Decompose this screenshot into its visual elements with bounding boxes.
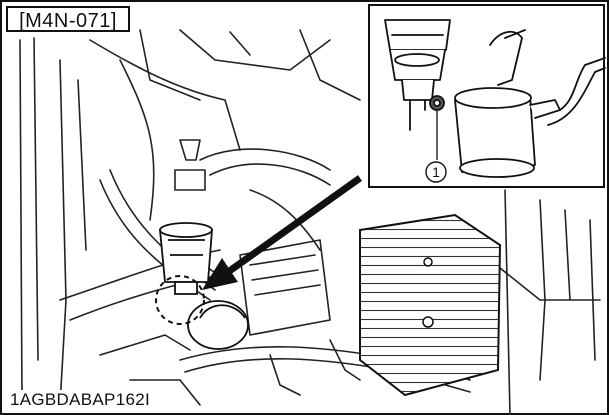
pointer-arrow xyxy=(202,175,363,290)
oil-filter xyxy=(187,300,249,350)
figure-reference-label: [M4N-071] xyxy=(6,6,130,32)
drain-plug-highlight xyxy=(155,275,205,325)
callout-circle xyxy=(425,161,447,183)
radiator-grille xyxy=(359,213,502,397)
fuel-filter-assembly xyxy=(159,222,213,295)
detail-inset xyxy=(368,4,606,188)
callout-number: 1 xyxy=(432,164,440,180)
image-code-label: 1AGBDABAP162I xyxy=(8,390,152,410)
